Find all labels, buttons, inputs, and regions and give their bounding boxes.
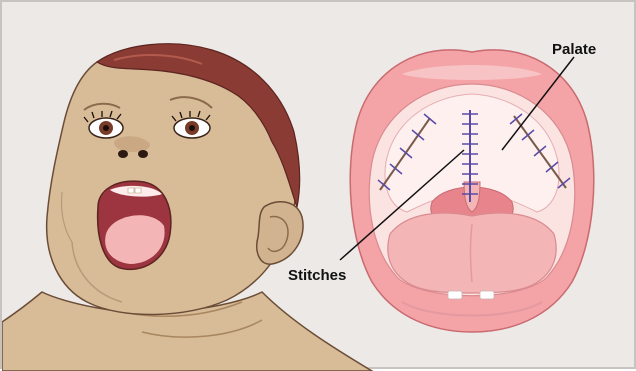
baby-open-mouth [98, 181, 171, 269]
palate-label: Palate [552, 41, 596, 58]
stitches-label: Stitches [288, 267, 346, 284]
baby-ear [257, 202, 303, 264]
mouth-closeup [350, 50, 594, 332]
baby-illustration [2, 44, 372, 371]
